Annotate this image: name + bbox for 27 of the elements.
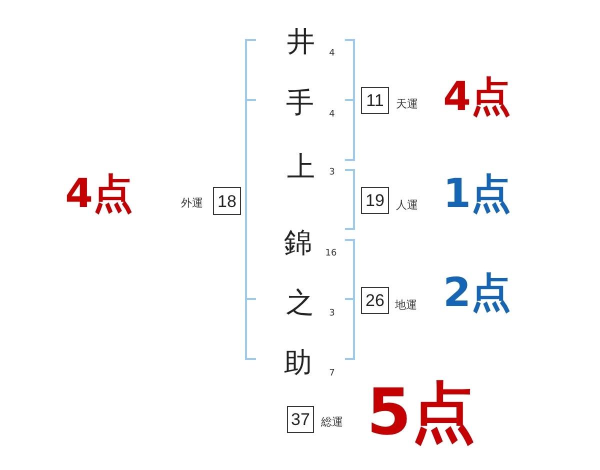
name-character: 錦 [284,229,312,257]
stroke-count: 16 [325,250,337,258]
stroke-count: 3 [329,310,335,318]
fortune-label: 外運 [181,198,203,208]
number-box: 26 [361,287,389,314]
number-box: 19 [361,187,389,214]
name-character: 上 [287,153,315,181]
number-box: 11 [361,87,389,114]
score-text: 4点 [443,77,511,117]
stroke-count: 7 [329,370,335,378]
score-text: 4点 [65,174,133,214]
stroke-count: 4 [329,50,335,58]
number-box: 18 [213,187,241,215]
number-box: 37 [287,406,314,433]
name-character: 井 [287,28,315,56]
fortune-label: 地運 [395,300,417,310]
score-text: 5点 [366,381,476,445]
stroke-count: 3 [329,168,335,178]
name-character: 手 [286,89,314,117]
fortune-label: 人運 [396,200,418,210]
stroke-count: 4 [329,110,335,120]
name-character: 助 [284,349,312,377]
fortune-label: 総運 [321,416,343,428]
fortune-label: 天運 [396,98,418,110]
name-character: 之 [286,289,314,317]
score-text: 2点 [443,273,511,313]
score-text: 1点 [443,174,511,214]
